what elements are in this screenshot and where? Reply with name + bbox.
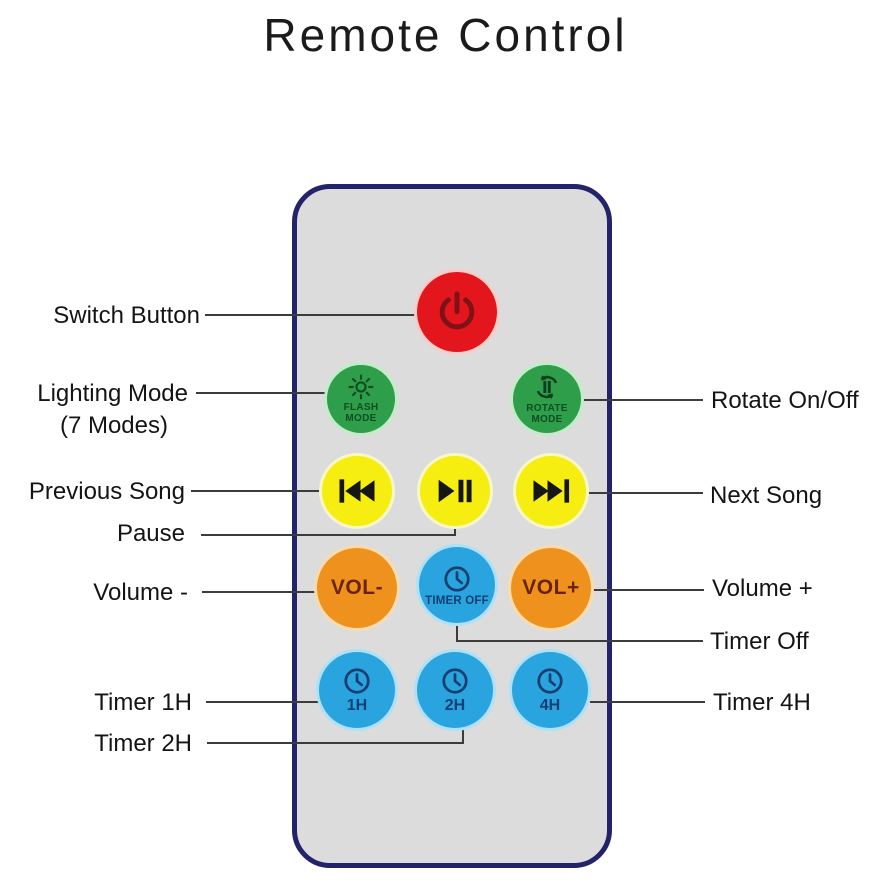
label-timer-4h: Timer 4H [713,689,811,716]
label-previous-song: Previous Song [28,478,185,505]
next-icon [533,479,570,503]
label-switch-button: Switch Button [53,302,200,329]
timer-1h-button-label: 1H [346,696,368,714]
clock-icon [442,667,468,694]
connector-volume-plus [592,589,704,591]
label-lighting-mode: Lighting Mode [37,380,188,407]
connector-volume-minus [202,591,319,593]
volume-plus-button-label: VOL+ [522,576,580,599]
label-volume-plus: Volume + [712,575,813,602]
timer-2h-button-label: 2H [444,696,466,714]
play-pause-button[interactable] [420,456,490,526]
connector-timer-2h-stub [462,722,464,744]
label-rotate-on-off: Rotate On/Off [711,387,859,414]
clock-icon [344,667,370,694]
connector-rotate [581,399,703,401]
volume-plus-button[interactable]: VOL+ [511,548,591,628]
connector-lighting-mode [196,392,330,394]
label-lighting-mode-modes: (7 Modes) [59,412,168,439]
page-title: Remote Control [263,9,628,61]
volume-minus-button[interactable]: VOL- [317,548,397,628]
timer-4h-button-label: 4H [539,696,561,714]
label-next-song: Next Song [710,482,823,509]
connector-timer-off [456,640,703,642]
connector-timer-4h [590,701,705,703]
label-volume-minus: Volume - [93,579,188,606]
previous-icon [339,479,375,503]
connector-previous-song [191,490,326,492]
connector-pause [201,534,456,536]
play-pause-icon [438,479,472,503]
connector-timer-2h [207,742,464,744]
power-button[interactable] [417,272,497,352]
timer-1h-button[interactable]: 1H [319,652,395,728]
sun-icon [348,374,374,400]
label-timer-off: Timer Off [710,628,809,655]
power-icon [439,291,475,330]
label-timer-2h: Timer 2H [94,730,192,757]
next-song-button[interactable] [516,456,586,526]
connector-timer-1h [206,701,331,703]
connector-pause-stub [454,522,456,536]
volume-minus-button-label: VOL- [330,576,384,599]
label-pause: Pause [116,520,185,547]
timer-2h-button[interactable]: 2H [417,652,493,728]
connector-next-song [589,492,703,494]
connector-switch [205,314,419,316]
connector-timer-off-stub [456,621,458,642]
timer-off-button-label: TIMER OFF [425,594,489,607]
clock-icon [444,565,470,592]
label-timer-1h: Timer 1H [94,689,192,716]
clock-icon [537,667,563,694]
timer-4h-button[interactable]: 4H [512,652,588,728]
previous-song-button[interactable] [322,456,392,526]
timer-off-button[interactable]: TIMER OFF [419,547,495,623]
rotate-icon [536,375,558,399]
